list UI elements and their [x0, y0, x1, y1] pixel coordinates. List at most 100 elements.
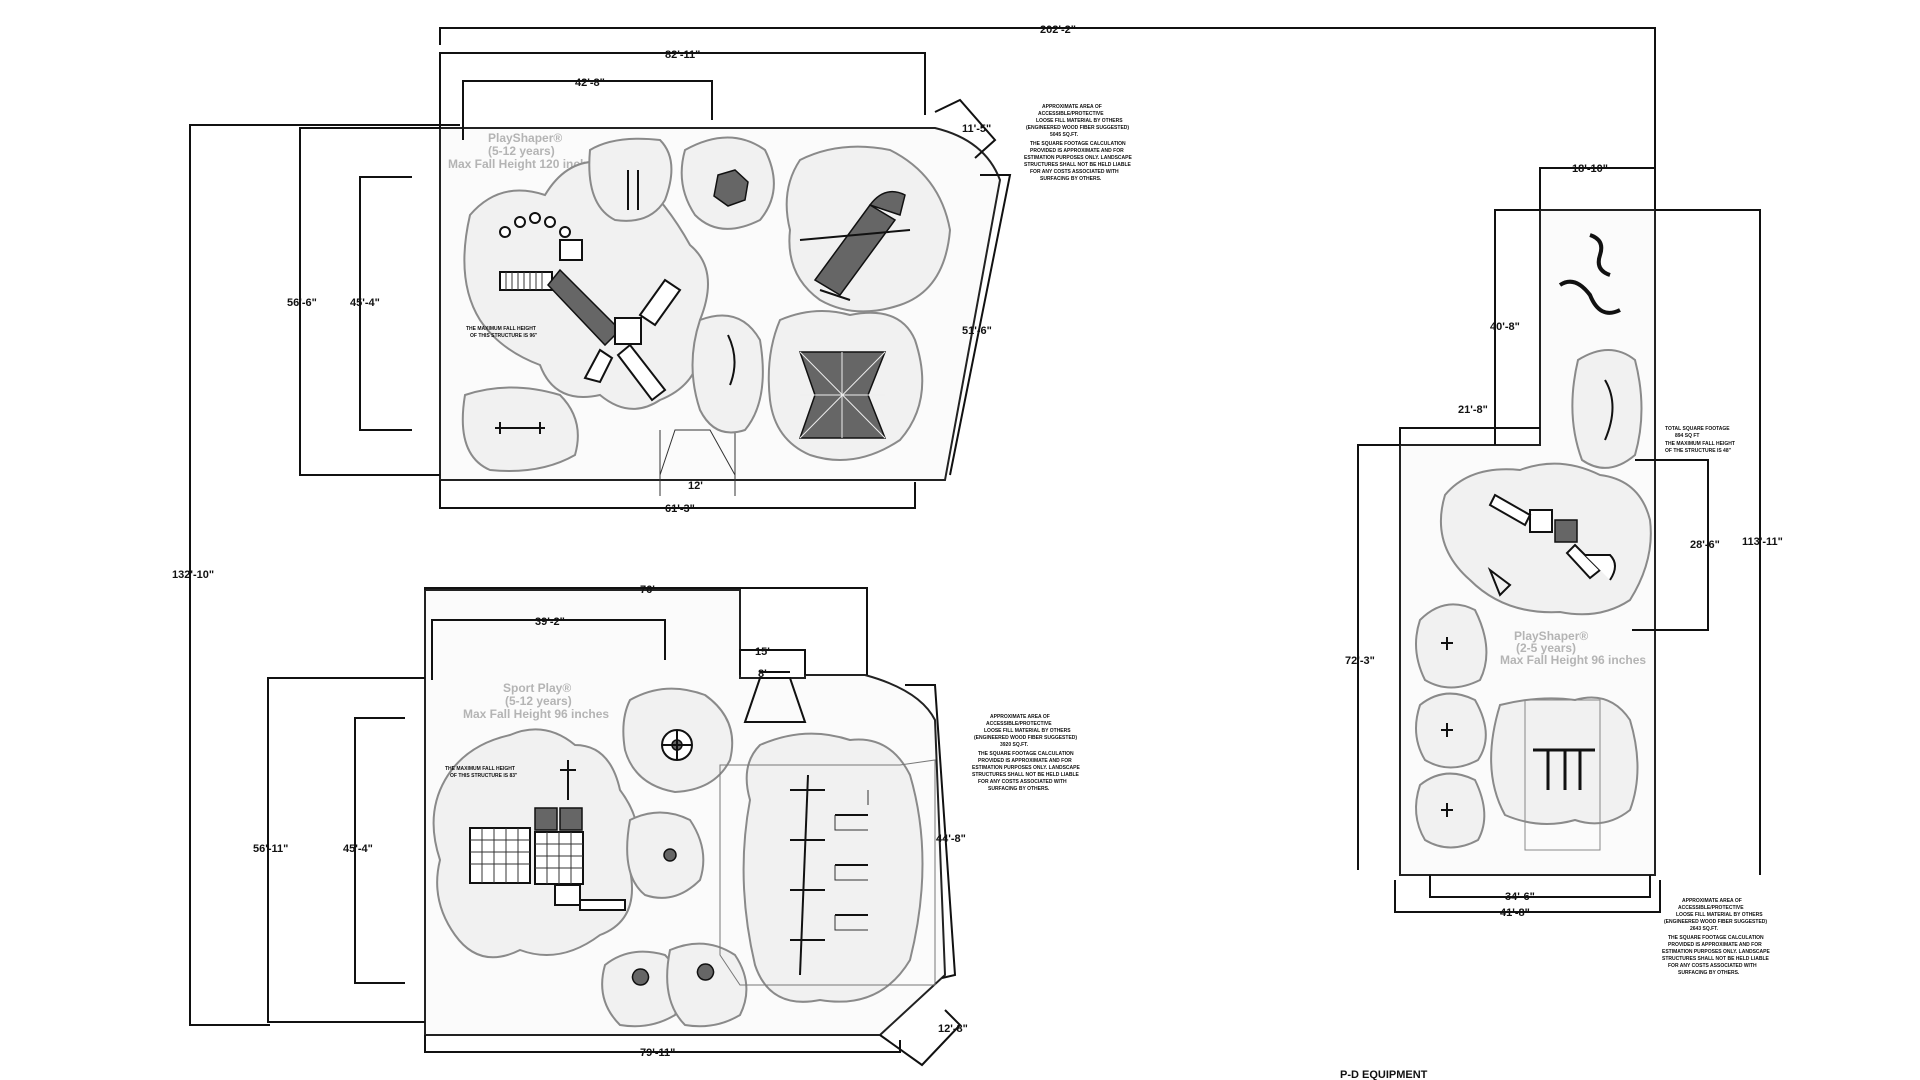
north-right-label: 51'-6" — [962, 325, 992, 337]
east-width-label: 34'-6" — [1505, 891, 1535, 903]
south-play-width-label: 39'-2" — [535, 616, 565, 628]
south-right-label: 44'-8" — [936, 833, 966, 845]
east-swing-frame — [1533, 748, 1595, 790]
south-corner-label: 12'-8" — [938, 1023, 968, 1035]
svg-text:894 SQ FT: 894 SQ FT — [1675, 433, 1699, 439]
east-swing-pad — [1524, 699, 1601, 851]
east-play-structure — [1487, 493, 1616, 597]
svg-text:APPROXIMATE AREA OF: APPROXIMATE AREA OF — [990, 714, 1050, 720]
east-spring-rider-2 — [1441, 723, 1453, 737]
svg-text:LOOSE FILL MATERIAL BY OTHERS: LOOSE FILL MATERIAL BY OTHERS — [1036, 118, 1123, 124]
svg-text:SURFACING BY OTHERS.: SURFACING BY OTHERS. — [1040, 176, 1102, 182]
south-play-area: 76' 39'-2" 15' 8' 56'-11" 45'-4" 79'-11"… — [253, 584, 1080, 1067]
south-climber-zone — [742, 732, 924, 1003]
north-balance-zone — [691, 314, 764, 434]
south-entry-inner-label: 8' — [758, 668, 767, 680]
east-play-depth-label: 28'-6" — [1690, 539, 1720, 551]
svg-text:APPROXIMATE AREA OF: APPROXIMATE AREA OF — [1682, 898, 1742, 904]
overall-depth-label: 132'-10" — [172, 569, 214, 581]
north-balance-beam — [727, 334, 736, 386]
north-play-depth-label: 45'-4" — [350, 297, 380, 309]
east-title-line2: (2-5 years) — [1516, 641, 1576, 655]
overall-width-label: 202'-2" — [1040, 24, 1076, 36]
north-surfacing-note: APPROXIMATE AREA OF ACCESSIBLE/PROTECTIV… — [1024, 104, 1132, 182]
svg-text:THE MAXIMUM FALL HEIGHT: THE MAXIMUM FALL HEIGHT — [1665, 441, 1735, 447]
east-spring-rider-3 — [1441, 803, 1453, 817]
south-title-line1: Sport Play® — [503, 681, 571, 695]
north-title-line1: PlayShaper® — [488, 131, 562, 145]
south-disc-left — [631, 968, 650, 986]
north-play-structure — [499, 212, 682, 402]
south-bottom-label: 79'-11" — [640, 1047, 675, 1059]
north-width-label: 82'-11" — [665, 49, 700, 61]
svg-text:LOOSE FILL MATERIAL BY OTHERS: LOOSE FILL MATERIAL BY OTHERS — [984, 728, 1071, 734]
south-width-label: 76' — [640, 584, 655, 596]
svg-text:3920 SQ.FT.: 3920 SQ.FT. — [1000, 742, 1029, 748]
svg-text:OF THIS STRUCTURE IS 83": OF THIS STRUCTURE IS 83" — [450, 773, 518, 779]
south-title-line3: Max Fall Height 96 inches — [463, 707, 609, 721]
svg-text:STRUCTURES SHALL NOT BE HELD L: STRUCTURES SHALL NOT BE HELD LIABLE — [972, 772, 1080, 778]
east-total-depth-label: 113'-11" — [1742, 536, 1783, 548]
svg-text:THE MAXIMUM FALL HEIGHT: THE MAXIMUM FALL HEIGHT — [466, 326, 536, 332]
svg-text:PROVIDED IS APPROXIMATE AND FO: PROVIDED IS APPROXIMATE AND FOR — [978, 758, 1072, 764]
east-spring-zone-1 — [1415, 603, 1488, 689]
svg-text:TOTAL SQUARE FOOTAGE: TOTAL SQUARE FOOTAGE — [1665, 426, 1730, 432]
east-top-label: 18'-10" — [1572, 163, 1608, 175]
north-ramp-label: 12' — [688, 480, 703, 492]
north-play-width-label: 42'-8" — [575, 77, 605, 89]
south-disc-zone-right — [666, 942, 748, 1028]
east-wobble-beam — [1604, 379, 1614, 441]
east-title-line1: PlayShaper® — [1514, 629, 1588, 643]
svg-text:STRUCTURES SHALL NOT BE HELD L: STRUCTURES SHALL NOT BE HELD LIABLE — [1024, 162, 1132, 168]
svg-text:APPROXIMATE AREA OF: APPROXIMATE AREA OF — [1042, 104, 1102, 110]
south-climber-pad — [719, 759, 936, 986]
svg-text:ACCESSIBLE/PROTECTIVE: ACCESSIBLE/PROTECTIVE — [1038, 111, 1104, 117]
north-dome-climber — [713, 169, 749, 207]
south-dot-element — [663, 848, 677, 862]
south-play-depth-label: 45'-4" — [343, 843, 373, 855]
north-title-line3: Max Fall Height 120 inches — [448, 157, 601, 171]
north-play-area: 82'-11" 42'-8" 56'-6" 45'-4" 61'-3" 51'-… — [287, 49, 1132, 515]
svg-text:SURFACING BY OTHERS.: SURFACING BY OTHERS. — [988, 786, 1050, 792]
south-disc-right — [696, 963, 715, 981]
east-wobble-zone — [1571, 349, 1643, 469]
north-seesaw-zone — [461, 386, 579, 472]
north-spinner-zone — [588, 137, 673, 222]
east-play-area: 18'-10" 40'-8" 21'-8" 72'-3" 28'-6" 113'… — [1345, 163, 1783, 976]
svg-text:THE SQUARE FOOTAGE CALCULATION: THE SQUARE FOOTAGE CALCULATION — [978, 751, 1074, 757]
svg-text:FOR ANY COSTS ASSOCIATED WITH: FOR ANY COSTS ASSOCIATED WITH — [1668, 963, 1757, 969]
svg-text:THE SQUARE FOOTAGE CALCULATION: THE SQUARE FOOTAGE CALCULATION — [1030, 141, 1126, 147]
east-overall-width-label: 41'-8" — [1500, 907, 1530, 919]
svg-text:2643 SQ.FT.: 2643 SQ.FT. — [1690, 926, 1719, 932]
east-depth-label: 72'-3" — [1345, 655, 1375, 667]
south-surfacing-note: APPROXIMATE AREA OF ACCESSIBLE/PROTECTIV… — [972, 714, 1080, 792]
svg-text:ESTIMATION PURPOSES ONLY. LAND: ESTIMATION PURPOSES ONLY. LANDSCAPE — [1024, 155, 1132, 161]
north-depth-label: 56'-6" — [287, 297, 317, 309]
svg-text:LOOSE FILL MATERIAL BY OTHERS: LOOSE FILL MATERIAL BY OTHERS — [1676, 912, 1763, 918]
svg-text:STRUCTURES SHALL NOT BE HELD L: STRUCTURES SHALL NOT BE HELD LIABLE — [1662, 956, 1770, 962]
north-arch-climber — [799, 190, 911, 301]
east-balance-path — [1558, 233, 1621, 315]
svg-text:(ENGINEERED WOOD FIBER SUGGEST: (ENGINEERED WOOD FIBER SUGGESTED) — [1664, 919, 1767, 925]
south-entry-label: 15' — [755, 646, 770, 658]
south-play-structure — [469, 760, 626, 911]
south-ladder-climber — [790, 774, 869, 976]
north-structure-note: THE MAXIMUM FALL HEIGHT OF THIS STRUCTUR… — [466, 326, 538, 339]
svg-text:(ENGINEERED WOOD FIBER SUGGEST: (ENGINEERED WOOD FIBER SUGGESTED) — [974, 735, 1077, 741]
north-corner-label: 11'-5" — [962, 123, 991, 135]
svg-text:(ENGINEERED WOOD FIBER SUGGEST: (ENGINEERED WOOD FIBER SUGGESTED) — [1026, 125, 1129, 131]
east-title-line3: Max Fall Height 96 inches — [1500, 653, 1646, 667]
svg-text:FOR ANY COSTS ASSOCIATED WITH: FOR ANY COSTS ASSOCIATED WITH — [978, 779, 1067, 785]
east-structure-note: TOTAL SQUARE FOOTAGE 894 SQ FT THE MAXIM… — [1665, 426, 1735, 454]
svg-text:SURFACING BY OTHERS.: SURFACING BY OTHERS. — [1678, 970, 1740, 976]
footer-label: P-D EQUIPMENT — [1340, 1069, 1428, 1080]
svg-text:ACCESSIBLE/PROTECTIVE: ACCESSIBLE/PROTECTIVE — [986, 721, 1052, 727]
south-title-line2: (5-12 years) — [505, 694, 572, 708]
svg-text:THE SQUARE FOOTAGE CALCULATION: THE SQUARE FOOTAGE CALCULATION — [1668, 935, 1764, 941]
svg-text:PROVIDED IS APPROXIMATE AND FO: PROVIDED IS APPROXIMATE AND FOR — [1030, 148, 1124, 154]
svg-text:THE MAXIMUM FALL HEIGHT: THE MAXIMUM FALL HEIGHT — [445, 766, 515, 772]
south-structure-note: THE MAXIMUM FALL HEIGHT OF THIS STRUCTUR… — [445, 766, 518, 779]
east-spring-rider-1 — [1441, 637, 1453, 650]
north-spinner-bars — [627, 170, 639, 210]
